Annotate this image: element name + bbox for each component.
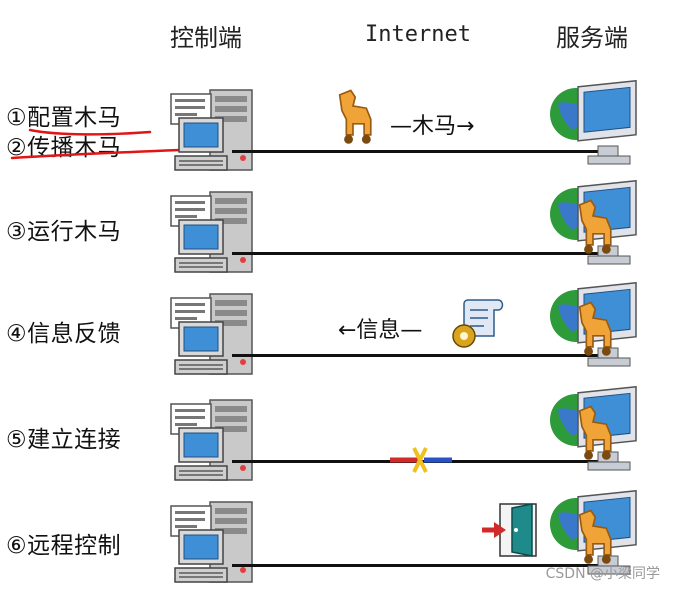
trojan-horse-icon xyxy=(578,509,612,565)
watermark: CSDN @小梁同学 xyxy=(545,566,660,582)
trojan-horse-icon xyxy=(578,199,612,255)
trojan-horse-icon xyxy=(578,405,612,461)
network-wire xyxy=(232,354,602,357)
controller-computer-icon xyxy=(170,501,253,583)
controller-computer-icon xyxy=(170,293,253,375)
remote-door-icon xyxy=(482,503,537,557)
info-feedback-arrow: ←信息— xyxy=(338,318,423,343)
trojan-horse-icon xyxy=(338,89,372,145)
header-internet: Internet xyxy=(365,22,471,47)
server-computer-icon xyxy=(549,80,637,165)
step-label-connect: ⑤建立连接 xyxy=(6,427,122,453)
controller-computer-icon xyxy=(170,191,253,273)
trojan-horse-icon xyxy=(578,301,612,357)
info-scroll-icon xyxy=(452,299,504,348)
step-label-remote-control: ⑥远程控制 xyxy=(6,533,122,559)
controller-computer-icon xyxy=(170,399,253,481)
header-server: 服务端 xyxy=(556,24,628,52)
trojan-transfer-arrow: —木马→ xyxy=(390,114,475,139)
controller-computer-icon xyxy=(170,89,253,171)
network-wire xyxy=(232,564,602,567)
step-label-run: ③运行木马 xyxy=(6,219,122,245)
network-wire xyxy=(232,150,602,153)
step-label-configure: ①配置木马 xyxy=(6,105,122,131)
header-controller: 控制端 xyxy=(170,24,242,52)
step-label-feedback: ④信息反馈 xyxy=(6,321,122,347)
annotation-red-strokes xyxy=(10,128,182,160)
connection-cable-icon xyxy=(390,447,452,473)
network-wire xyxy=(232,252,602,255)
